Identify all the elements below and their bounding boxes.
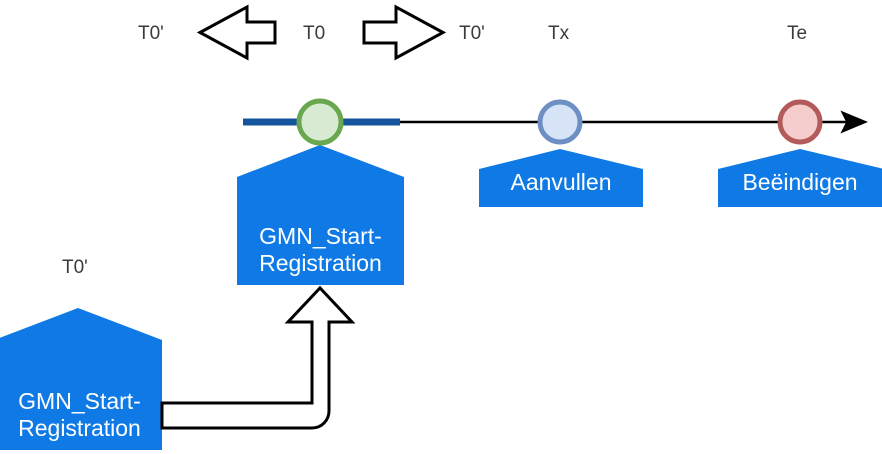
axis-label-t0: T0	[303, 23, 326, 44]
callout-aanvullen-shape[interactable]	[479, 149, 643, 207]
callout-gmn-start-registration-t0-shape[interactable]	[237, 145, 404, 285]
axis-label-t0-prime-right: T0'	[459, 23, 485, 44]
callout-gmn-start-registration-t0-prime-shape[interactable]	[0, 308, 162, 450]
shift-left-arrow	[196, 4, 277, 61]
timeline-end-arrowhead	[840, 110, 868, 134]
node-te-circle[interactable]	[777, 99, 823, 145]
node-tx-circle[interactable]	[537, 99, 583, 145]
correction-flow-arrow[interactable]	[160, 285, 356, 430]
axis-label-t0-prime-left: T0'	[138, 23, 164, 44]
axis-label-tx: Tx	[548, 23, 570, 44]
node-t0-circle[interactable]	[296, 98, 344, 146]
callout-beeindigen-shape[interactable]	[718, 149, 882, 207]
axis-label-te: Te	[787, 23, 808, 44]
callout-t0-prime-heading: T0'	[62, 257, 88, 278]
shift-right-arrow	[362, 4, 447, 61]
